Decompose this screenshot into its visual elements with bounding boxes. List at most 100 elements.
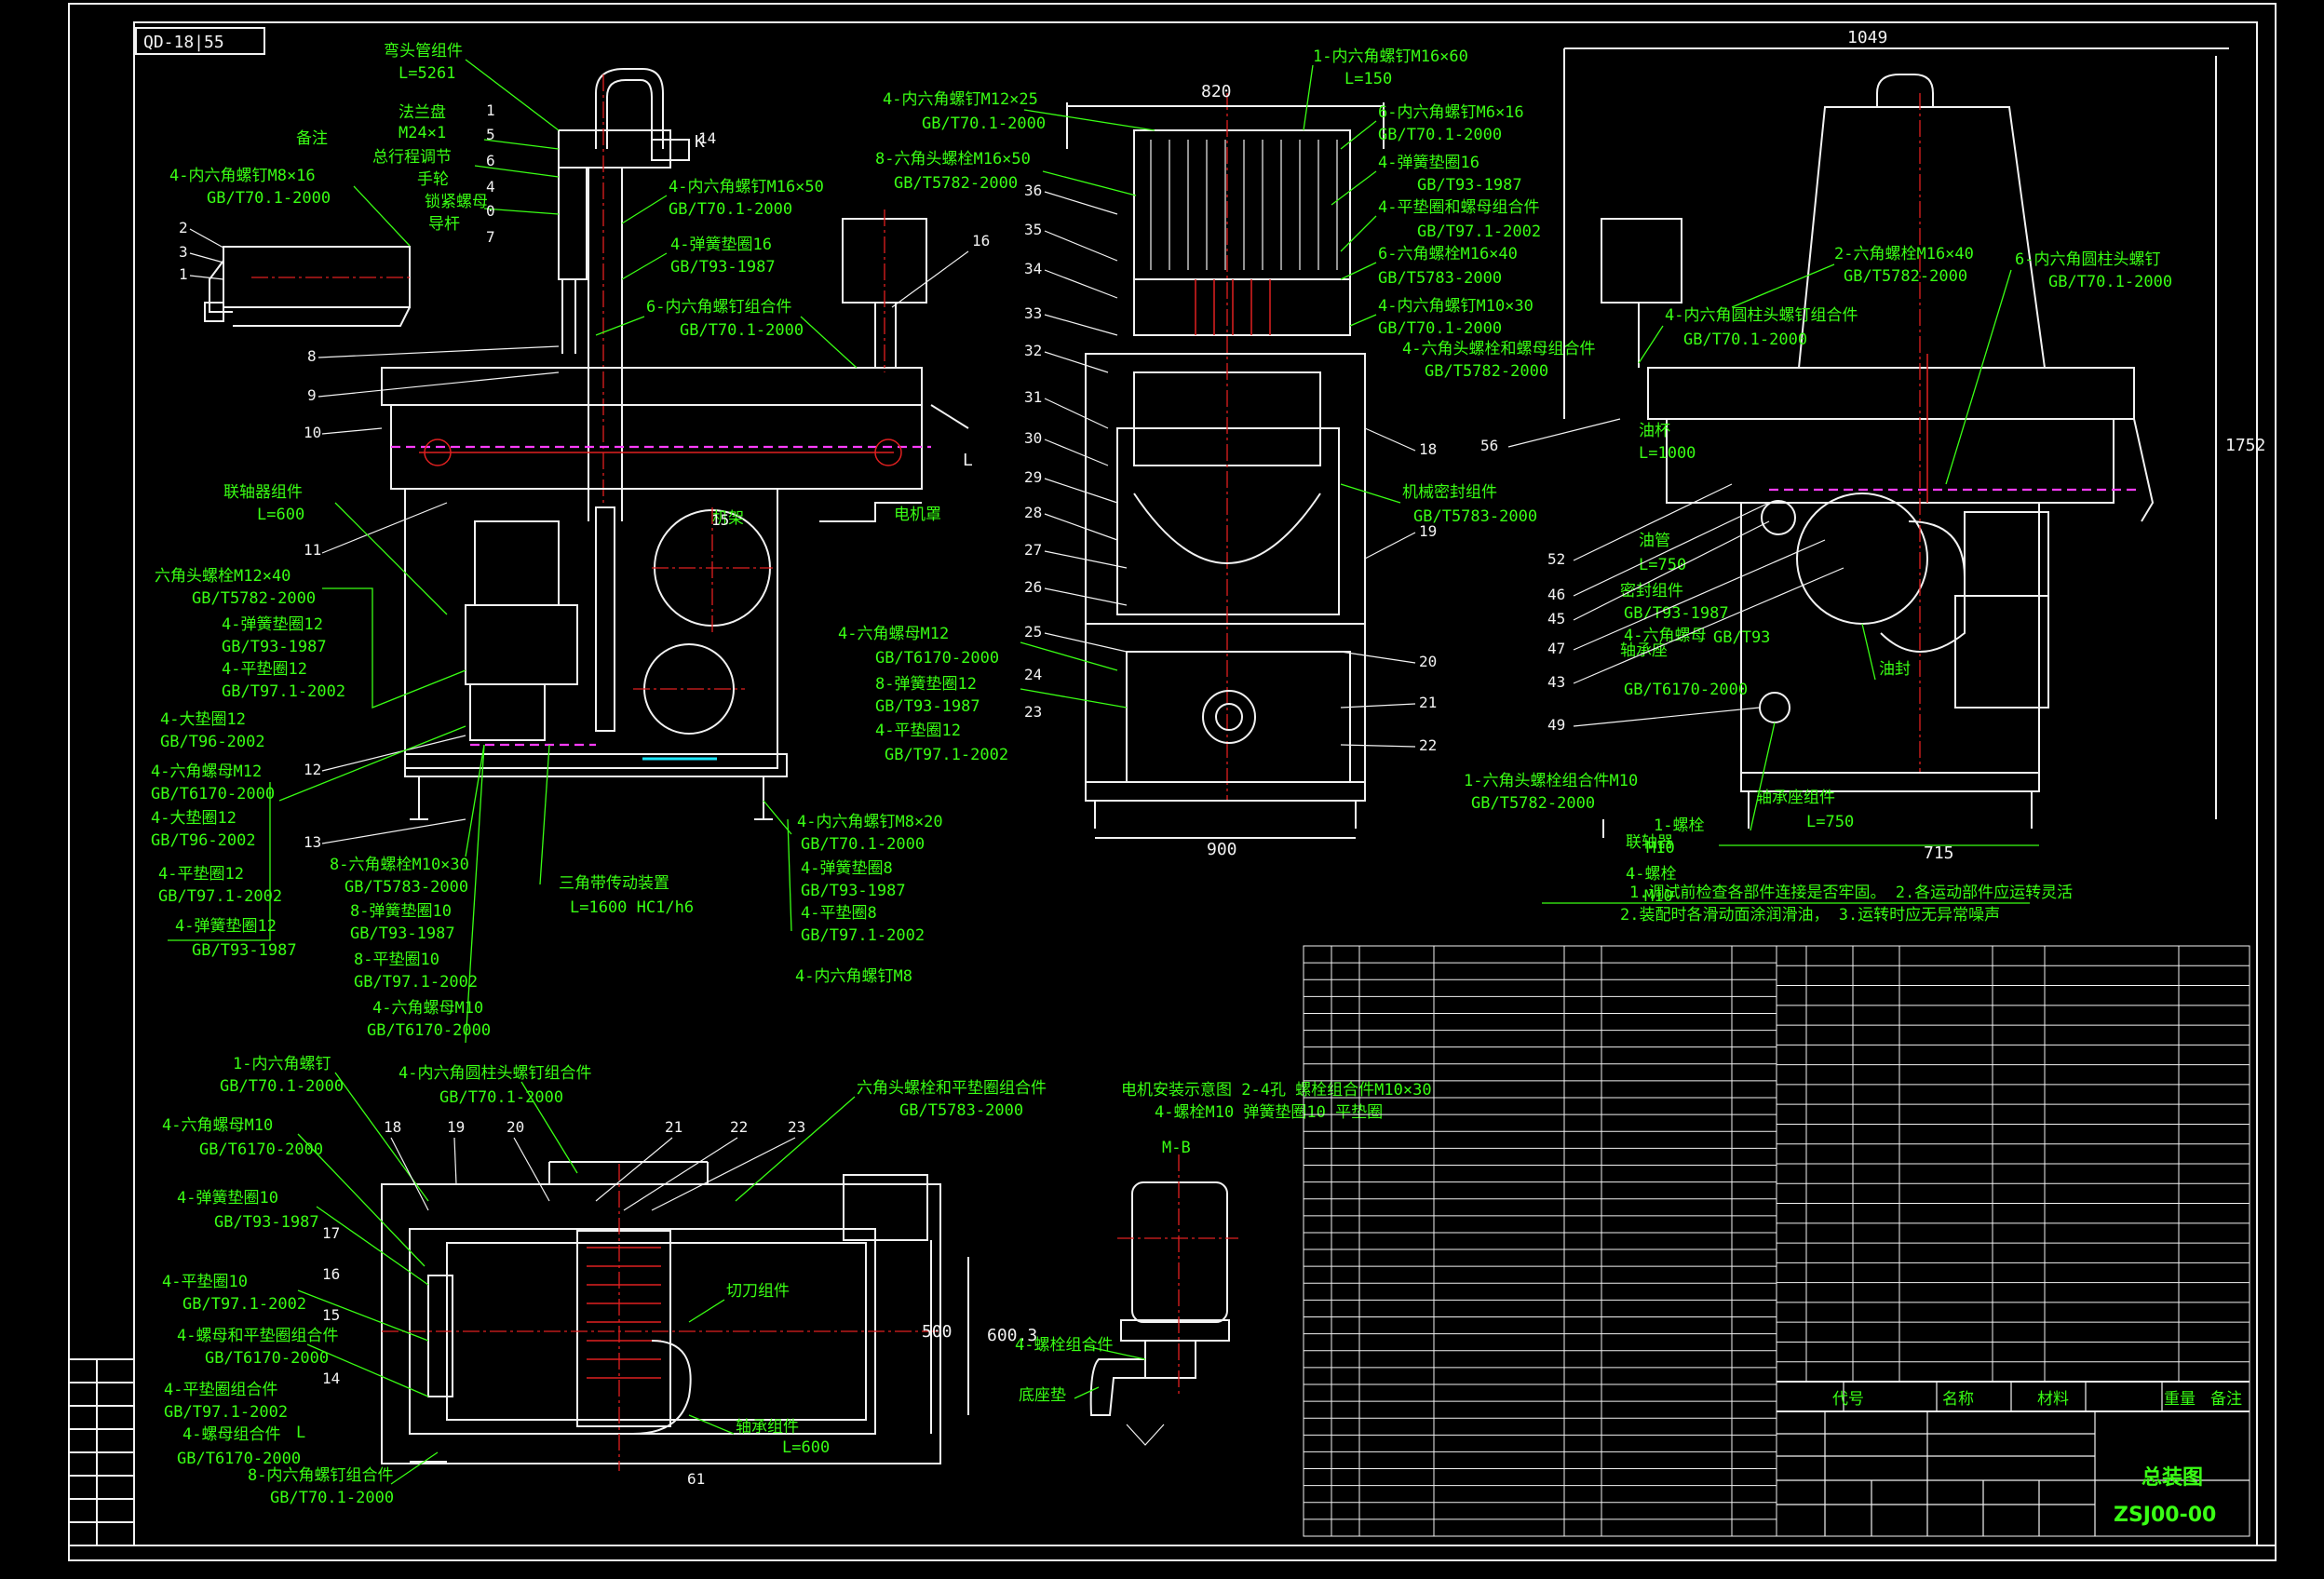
svg-text:GB/T70.1-2000: GB/T70.1-2000	[1683, 331, 1807, 349]
right-view-callouts: 2-六角螺栓M16×40 GB/T5782-2000 6-内六角圆柱头螺钉 GB…	[1464, 245, 2172, 924]
svg-text:1-六角头螺栓组合件M10: 1-六角头螺栓组合件M10	[1464, 772, 1638, 790]
svg-text:GB/T5782-2000: GB/T5782-2000	[1425, 362, 1548, 381]
svg-text:4-平垫圈和螺母组合件: 4-平垫圈和螺母组合件	[1378, 198, 1539, 217]
svg-text:GB/T70.1-2000: GB/T70.1-2000	[2048, 273, 2172, 291]
svg-text:GB/T5782-2000: GB/T5782-2000	[894, 174, 1018, 193]
svg-text:49: 49	[1547, 716, 1565, 734]
svg-text:GB/T5783-2000: GB/T5783-2000	[1378, 269, 1502, 288]
svg-text:GB/T97.1-2002: GB/T97.1-2002	[164, 1403, 288, 1422]
svg-text:手轮: 手轮	[417, 170, 449, 189]
svg-text:4-平垫圈12: 4-平垫圈12	[158, 865, 244, 884]
svg-text:GB/T93-1987: GB/T93-1987	[214, 1213, 319, 1232]
svg-text:4-弹簧垫圈12: 4-弹簧垫圈12	[175, 917, 277, 936]
svg-text:L=750: L=750	[1806, 813, 1854, 831]
svg-text:法兰盘: 法兰盘	[399, 103, 446, 122]
svg-text:4-平垫圈8: 4-平垫圈8	[801, 904, 877, 923]
svg-text:GB/T6170-2000: GB/T6170-2000	[151, 785, 275, 803]
svg-text:GB/T93-1987: GB/T93-1987	[801, 882, 906, 900]
left-margin-strip	[68, 1358, 135, 1546]
front-bottom-callouts: 8-六角螺栓M10×30 GB/T5783-2000 8-弹簧垫圈10 GB/T…	[330, 744, 943, 1044]
svg-text:底座垫: 底座垫	[1019, 1386, 1066, 1405]
svg-text:GB/T93-1987: GB/T93-1987	[1624, 604, 1729, 623]
svg-text:油管: 油管	[1639, 532, 1670, 550]
svg-text:GB/T70.1-2000: GB/T70.1-2000	[680, 321, 804, 340]
svg-text:GB/T5783-2000: GB/T5783-2000	[899, 1101, 1023, 1120]
svg-text:52: 52	[1547, 550, 1565, 568]
svg-text:总行程调节: 总行程调节	[372, 148, 452, 167]
svg-text:GB/T70.1-2000: GB/T70.1-2000	[669, 200, 792, 219]
svg-text:4: 4	[486, 178, 495, 196]
svg-text:6: 6	[486, 152, 495, 169]
outer-border	[68, 3, 2277, 1561]
svg-text:代号: 代号	[1832, 1390, 1864, 1409]
svg-text:M24×1: M24×1	[399, 124, 446, 142]
svg-text:4-螺栓M10 弹簧垫圈10 平垫圈: 4-螺栓M10 弹簧垫圈10 平垫圈	[1155, 1103, 1383, 1122]
svg-text:1049: 1049	[1847, 28, 1887, 47]
svg-text:GB/T6170-2000: GB/T6170-2000	[367, 1021, 491, 1040]
svg-text:4-内六角螺钉M8×20: 4-内六角螺钉M8×20	[797, 813, 943, 831]
svg-text:GB/T93: GB/T93	[1713, 628, 1770, 647]
svg-text:14: 14	[698, 129, 716, 147]
svg-text:35: 35	[1024, 221, 1042, 238]
svg-text:L: L	[296, 1424, 305, 1442]
svg-text:名称: 名称	[1942, 1390, 1974, 1409]
svg-text:GB/T97.1-2002: GB/T97.1-2002	[885, 746, 1008, 764]
svg-text:4-大垫圈12: 4-大垫圈12	[151, 809, 236, 828]
svg-text:弯头管组件: 弯头管组件	[384, 42, 463, 61]
svg-text:1-内六角螺钉: 1-内六角螺钉	[233, 1055, 331, 1073]
svg-text:25: 25	[1024, 623, 1042, 641]
svg-text:GB/T97.1-2002: GB/T97.1-2002	[222, 682, 345, 701]
svg-text:4-螺母和平垫圈组合件: 4-螺母和平垫圈组合件	[177, 1327, 338, 1345]
svg-text:8: 8	[307, 347, 317, 365]
svg-text:4-螺栓组合件: 4-螺栓组合件	[1015, 1336, 1113, 1355]
svg-text:4-内六角螺钉M8×16: 4-内六角螺钉M8×16	[169, 167, 316, 185]
svg-text:GB/T96-2002: GB/T96-2002	[151, 831, 256, 850]
svg-text:联轴器组件: 联轴器组件	[223, 483, 303, 502]
svg-text:L=1000: L=1000	[1639, 444, 1696, 463]
svg-text:4-内六角圆柱头螺钉组合件: 4-内六角圆柱头螺钉组合件	[1665, 306, 1858, 325]
svg-text:GB/T6170-2000: GB/T6170-2000	[205, 1349, 329, 1368]
svg-text:23: 23	[788, 1118, 805, 1136]
svg-text:2: 2	[179, 219, 188, 236]
svg-text:切刀组件: 切刀组件	[726, 1282, 790, 1301]
svg-text:21: 21	[665, 1118, 682, 1136]
svg-text:锁紧螺母: 锁紧螺母	[425, 193, 488, 211]
svg-text:GB/T97.1-2002: GB/T97.1-2002	[1417, 223, 1541, 241]
svg-text:4-弹簧垫圈12: 4-弹簧垫圈12	[222, 615, 323, 634]
svg-text:机械密封组件: 机械密封组件	[1402, 483, 1497, 502]
svg-text:23: 23	[1024, 703, 1042, 721]
svg-text:4-六角螺母M12: 4-六角螺母M12	[151, 763, 262, 781]
title-block-name: 总装图	[2142, 1465, 2203, 1490]
svg-text:36: 36	[1024, 182, 1042, 199]
svg-text:29: 29	[1024, 468, 1042, 486]
svg-text:4-平垫圈组合件: 4-平垫圈组合件	[164, 1381, 277, 1399]
motor-detail: 电机安装示意图 2-4孔 螺栓组合件M10×30 4-螺栓M10 弹簧垫圈10 …	[1015, 1081, 1432, 1446]
svg-text:28: 28	[1024, 504, 1042, 521]
svg-text:重量: 重量	[2164, 1390, 2196, 1409]
svg-text:8-弹簧垫圈12: 8-弹簧垫圈12	[875, 675, 977, 694]
svg-text:4-螺母组合件: 4-螺母组合件	[182, 1425, 280, 1444]
svg-text:6-内六角螺钉组合件: 6-内六角螺钉组合件	[646, 298, 791, 317]
svg-text:L: L	[963, 451, 973, 470]
svg-text:34: 34	[1024, 260, 1042, 277]
svg-text:4-内六角螺钉M10×30: 4-内六角螺钉M10×30	[1378, 297, 1534, 316]
svg-text:19: 19	[1419, 522, 1437, 540]
svg-text:4-大垫圈12: 4-大垫圈12	[160, 710, 246, 729]
svg-text:M10: M10	[1644, 887, 1673, 906]
svg-text:30: 30	[1024, 429, 1042, 447]
bill-of-materials	[1303, 945, 2250, 1537]
svg-text:GB/T97.1-2002: GB/T97.1-2002	[801, 926, 925, 945]
svg-text:8-内六角螺钉组合件: 8-内六角螺钉组合件	[248, 1466, 393, 1485]
pipe-detail: 231	[179, 219, 411, 327]
svg-text:油封: 油封	[1879, 660, 1911, 679]
svg-text:GB/T70.1-2000: GB/T70.1-2000	[922, 115, 1046, 133]
svg-text:L=5261: L=5261	[399, 64, 455, 83]
svg-text:15: 15	[711, 511, 729, 529]
svg-text:1-内六角螺钉M16×60: 1-内六角螺钉M16×60	[1313, 47, 1468, 66]
svg-text:4-平垫圈10: 4-平垫圈10	[162, 1273, 248, 1291]
svg-text:8-六角头螺栓M16×50: 8-六角头螺栓M16×50	[875, 150, 1031, 169]
svg-text:GB/T5783-2000: GB/T5783-2000	[1413, 507, 1537, 526]
svg-text:备注: 备注	[2210, 1390, 2242, 1409]
svg-text:GB/T70.1-2000: GB/T70.1-2000	[1378, 319, 1502, 338]
